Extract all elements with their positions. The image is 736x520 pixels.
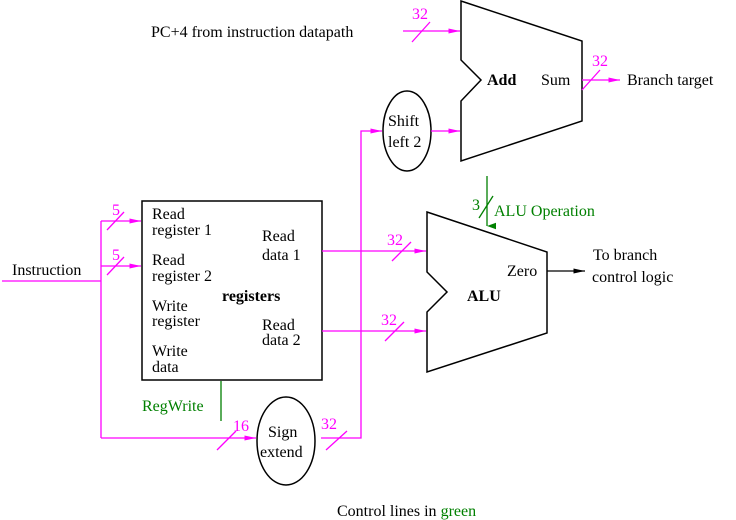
reg-write-reg-a: Write <box>152 298 188 315</box>
alu-in2-width: 32 <box>381 312 397 329</box>
sext-label-2: extend <box>260 444 303 461</box>
shift-label-2: left 2 <box>388 134 421 151</box>
reg-write-reg-b: register <box>152 313 201 330</box>
caption-green: green <box>441 503 477 520</box>
sum-width-slash <box>581 69 601 91</box>
branch-logic-label-1: To branch <box>593 247 657 264</box>
alu-in1-width: 32 <box>387 232 403 249</box>
reg-read-reg1-a: Read <box>152 206 185 223</box>
sext-width: 32 <box>321 416 337 433</box>
sext-to-shift-wire <box>321 128 382 439</box>
alu-op-width-slash <box>478 195 494 219</box>
reg-read-data2-a: Read <box>262 317 295 334</box>
alu-in1-width-slash <box>391 241 412 262</box>
alu-op-label: ALU Operation <box>494 203 595 220</box>
registers-title: registers <box>222 288 280 305</box>
rr1-width-slash <box>106 211 125 231</box>
rr2-width-slash <box>106 256 125 276</box>
alu-label: ALU <box>467 288 501 305</box>
sum-width: 32 <box>592 53 608 70</box>
regwrite-label: RegWrite <box>142 398 204 415</box>
rr2-width: 5 <box>112 247 120 264</box>
reg-write-data-b: data <box>152 359 179 376</box>
imm-width: 16 <box>233 418 249 435</box>
branch-logic-label-2: control logic <box>592 269 673 286</box>
adder-unit <box>460 0 583 163</box>
alu-in2-width-slash <box>384 321 405 342</box>
alu-unit <box>426 210 548 374</box>
reg-read-data2-b: data 2 <box>262 332 301 349</box>
alu-op-width: 3 <box>472 197 480 214</box>
pc4-width: 32 <box>412 6 428 23</box>
sext-label-1: Sign <box>268 424 297 441</box>
caption-prefix: Control lines in <box>337 503 441 520</box>
shift-left-2-unit <box>382 90 432 172</box>
reg-write-data-a: Write <box>152 343 188 360</box>
pc4-width-slash <box>411 21 431 43</box>
pc4-label: PC+4 from instruction datapath <box>151 24 353 41</box>
caption: Control lines in green <box>337 503 476 520</box>
register-file <box>141 200 323 381</box>
adder-label: Add <box>487 72 516 89</box>
alu-zero-label: Zero <box>507 263 537 280</box>
instruction-label: Instruction <box>12 262 81 279</box>
reg-read-reg2-a: Read <box>152 252 185 269</box>
sign-extend-unit <box>256 396 316 486</box>
reg-read-reg1-b: register 1 <box>152 222 212 239</box>
shift-label-1: Shift <box>388 113 420 130</box>
adder-sum-label: Sum <box>541 72 571 89</box>
reg-read-data1-b: data 1 <box>262 247 301 264</box>
sext-width-slash <box>325 430 348 451</box>
reg-read-data1-a: Read <box>262 228 295 245</box>
rr1-width: 5 <box>112 202 120 219</box>
branch-target-label: Branch target <box>627 72 714 89</box>
imm-width-slash <box>216 430 237 451</box>
reg-read-reg2-b: register 2 <box>152 268 212 285</box>
